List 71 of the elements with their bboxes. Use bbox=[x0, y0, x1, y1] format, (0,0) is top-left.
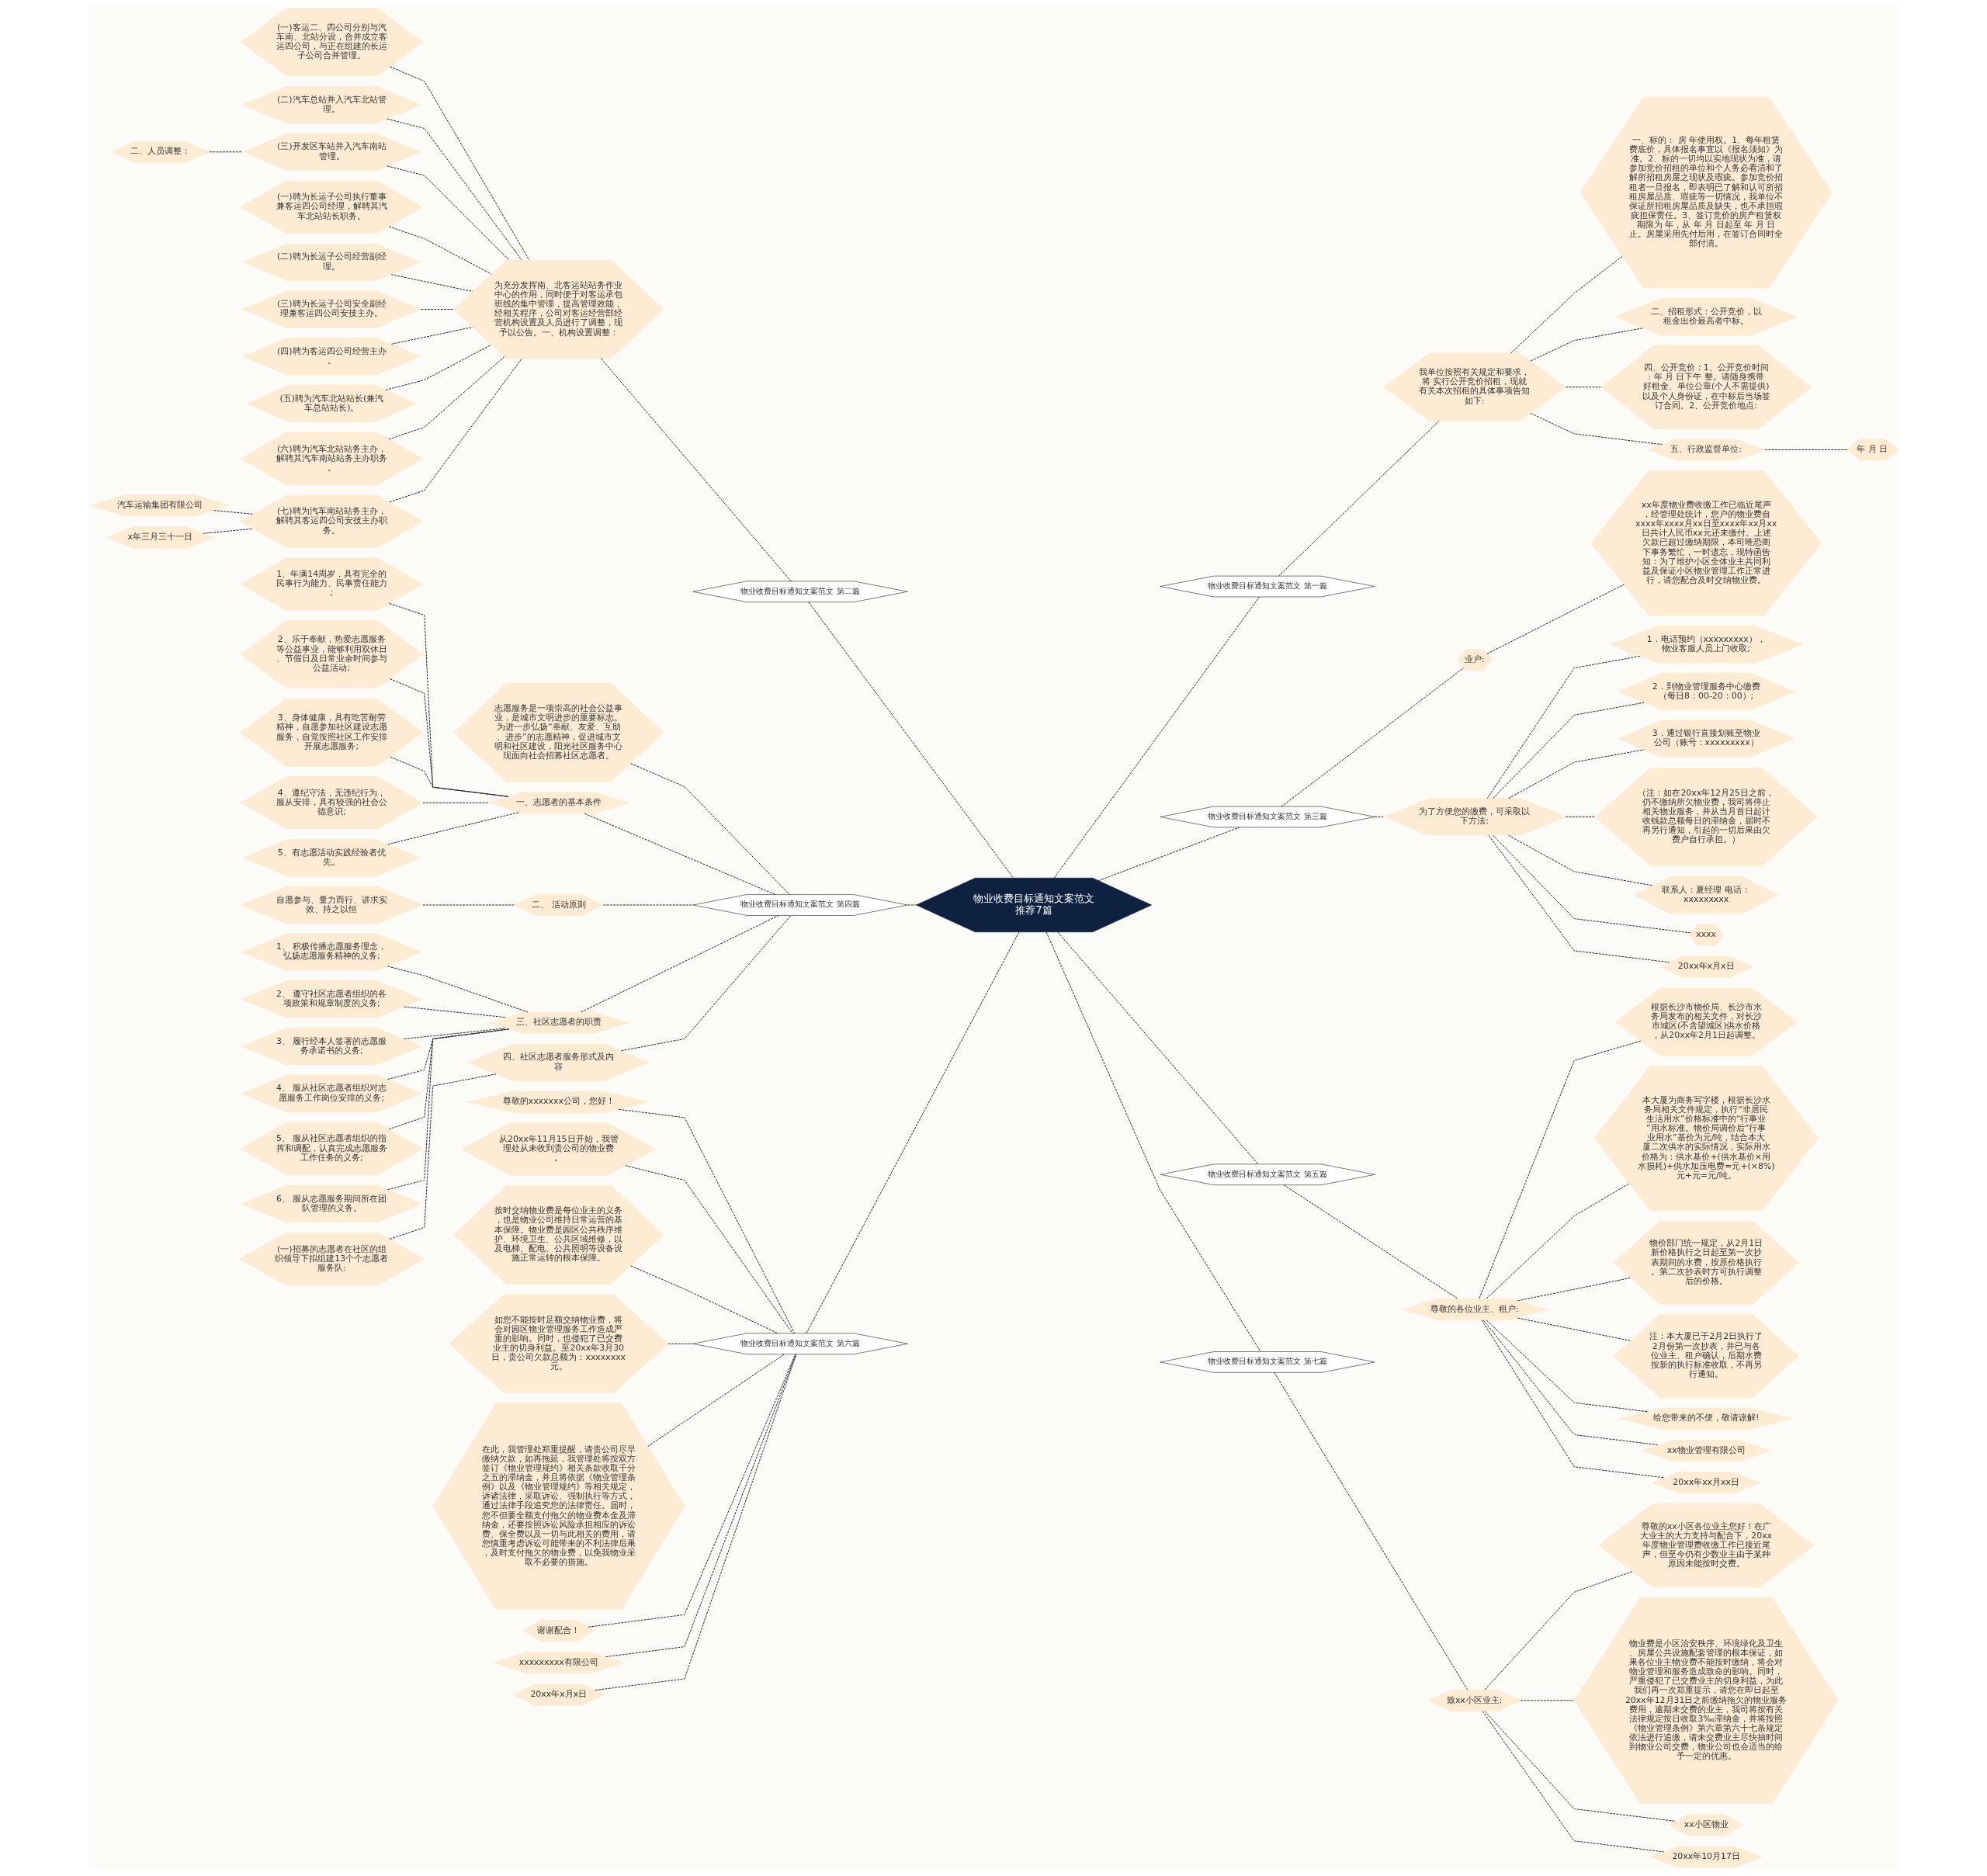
connector bbox=[1484, 1571, 1632, 1690]
connector bbox=[1053, 596, 1260, 879]
connector bbox=[420, 309, 454, 310]
connector bbox=[388, 358, 522, 503]
connector bbox=[386, 118, 522, 261]
connector bbox=[387, 966, 528, 1013]
connector bbox=[387, 811, 520, 845]
connector bbox=[1520, 1700, 1575, 1701]
connector bbox=[213, 510, 254, 515]
connector bbox=[907, 904, 917, 906]
connector bbox=[388, 602, 509, 797]
connector bbox=[1764, 449, 1847, 450]
connector bbox=[1482, 1711, 1664, 1853]
connector bbox=[1486, 584, 1625, 654]
connector bbox=[203, 528, 253, 534]
connector bbox=[624, 1165, 792, 1334]
connector bbox=[1510, 255, 1623, 354]
connector bbox=[1374, 816, 1384, 817]
connector bbox=[1482, 1319, 1659, 1446]
connector bbox=[209, 151, 243, 153]
connector bbox=[390, 274, 473, 293]
connector bbox=[388, 1028, 509, 1130]
connector bbox=[384, 344, 491, 390]
connector bbox=[1056, 931, 1258, 1165]
connector bbox=[1281, 668, 1464, 807]
connector bbox=[620, 915, 791, 1052]
connector bbox=[1098, 827, 1240, 882]
connector bbox=[1565, 816, 1595, 817]
connector bbox=[388, 226, 491, 275]
connector bbox=[421, 802, 488, 803]
connector bbox=[1283, 1184, 1458, 1299]
connector bbox=[1484, 1711, 1676, 1822]
connector bbox=[807, 602, 1014, 879]
connector bbox=[1481, 1319, 1665, 1479]
connector bbox=[403, 1028, 506, 1039]
connector bbox=[1517, 1277, 1631, 1302]
connector bbox=[647, 1354, 785, 1447]
connector bbox=[389, 678, 509, 797]
connector bbox=[1273, 1371, 1468, 1690]
connector bbox=[618, 1108, 795, 1334]
connector bbox=[1278, 421, 1439, 577]
connector bbox=[387, 1028, 509, 1191]
connector bbox=[1507, 749, 1645, 799]
connector bbox=[389, 66, 529, 261]
connector bbox=[1529, 328, 1643, 362]
connector bbox=[389, 1073, 497, 1240]
connector bbox=[1529, 412, 1663, 446]
connector bbox=[1486, 1183, 1629, 1299]
connector bbox=[1478, 1040, 1641, 1299]
connector bbox=[629, 1265, 779, 1334]
connector bbox=[1486, 655, 1640, 799]
connector bbox=[1488, 834, 1670, 963]
connector bbox=[805, 931, 1019, 1334]
connector bbox=[588, 1354, 796, 1628]
connector bbox=[1486, 1319, 1648, 1413]
connector bbox=[584, 813, 775, 895]
connector bbox=[389, 756, 509, 797]
connector bbox=[580, 914, 779, 1013]
connector bbox=[668, 1343, 693, 1344]
connector bbox=[386, 165, 509, 261]
connector bbox=[1046, 931, 1261, 1352]
connector bbox=[1507, 834, 1652, 886]
connector bbox=[1517, 1317, 1631, 1341]
connector bbox=[1492, 835, 1691, 934]
connector bbox=[1565, 387, 1601, 388]
connector bbox=[403, 1006, 506, 1018]
connector bbox=[390, 327, 473, 345]
connector bbox=[1492, 702, 1645, 799]
connector bbox=[600, 358, 792, 582]
connector bbox=[629, 763, 790, 895]
connector bbox=[388, 356, 505, 440]
